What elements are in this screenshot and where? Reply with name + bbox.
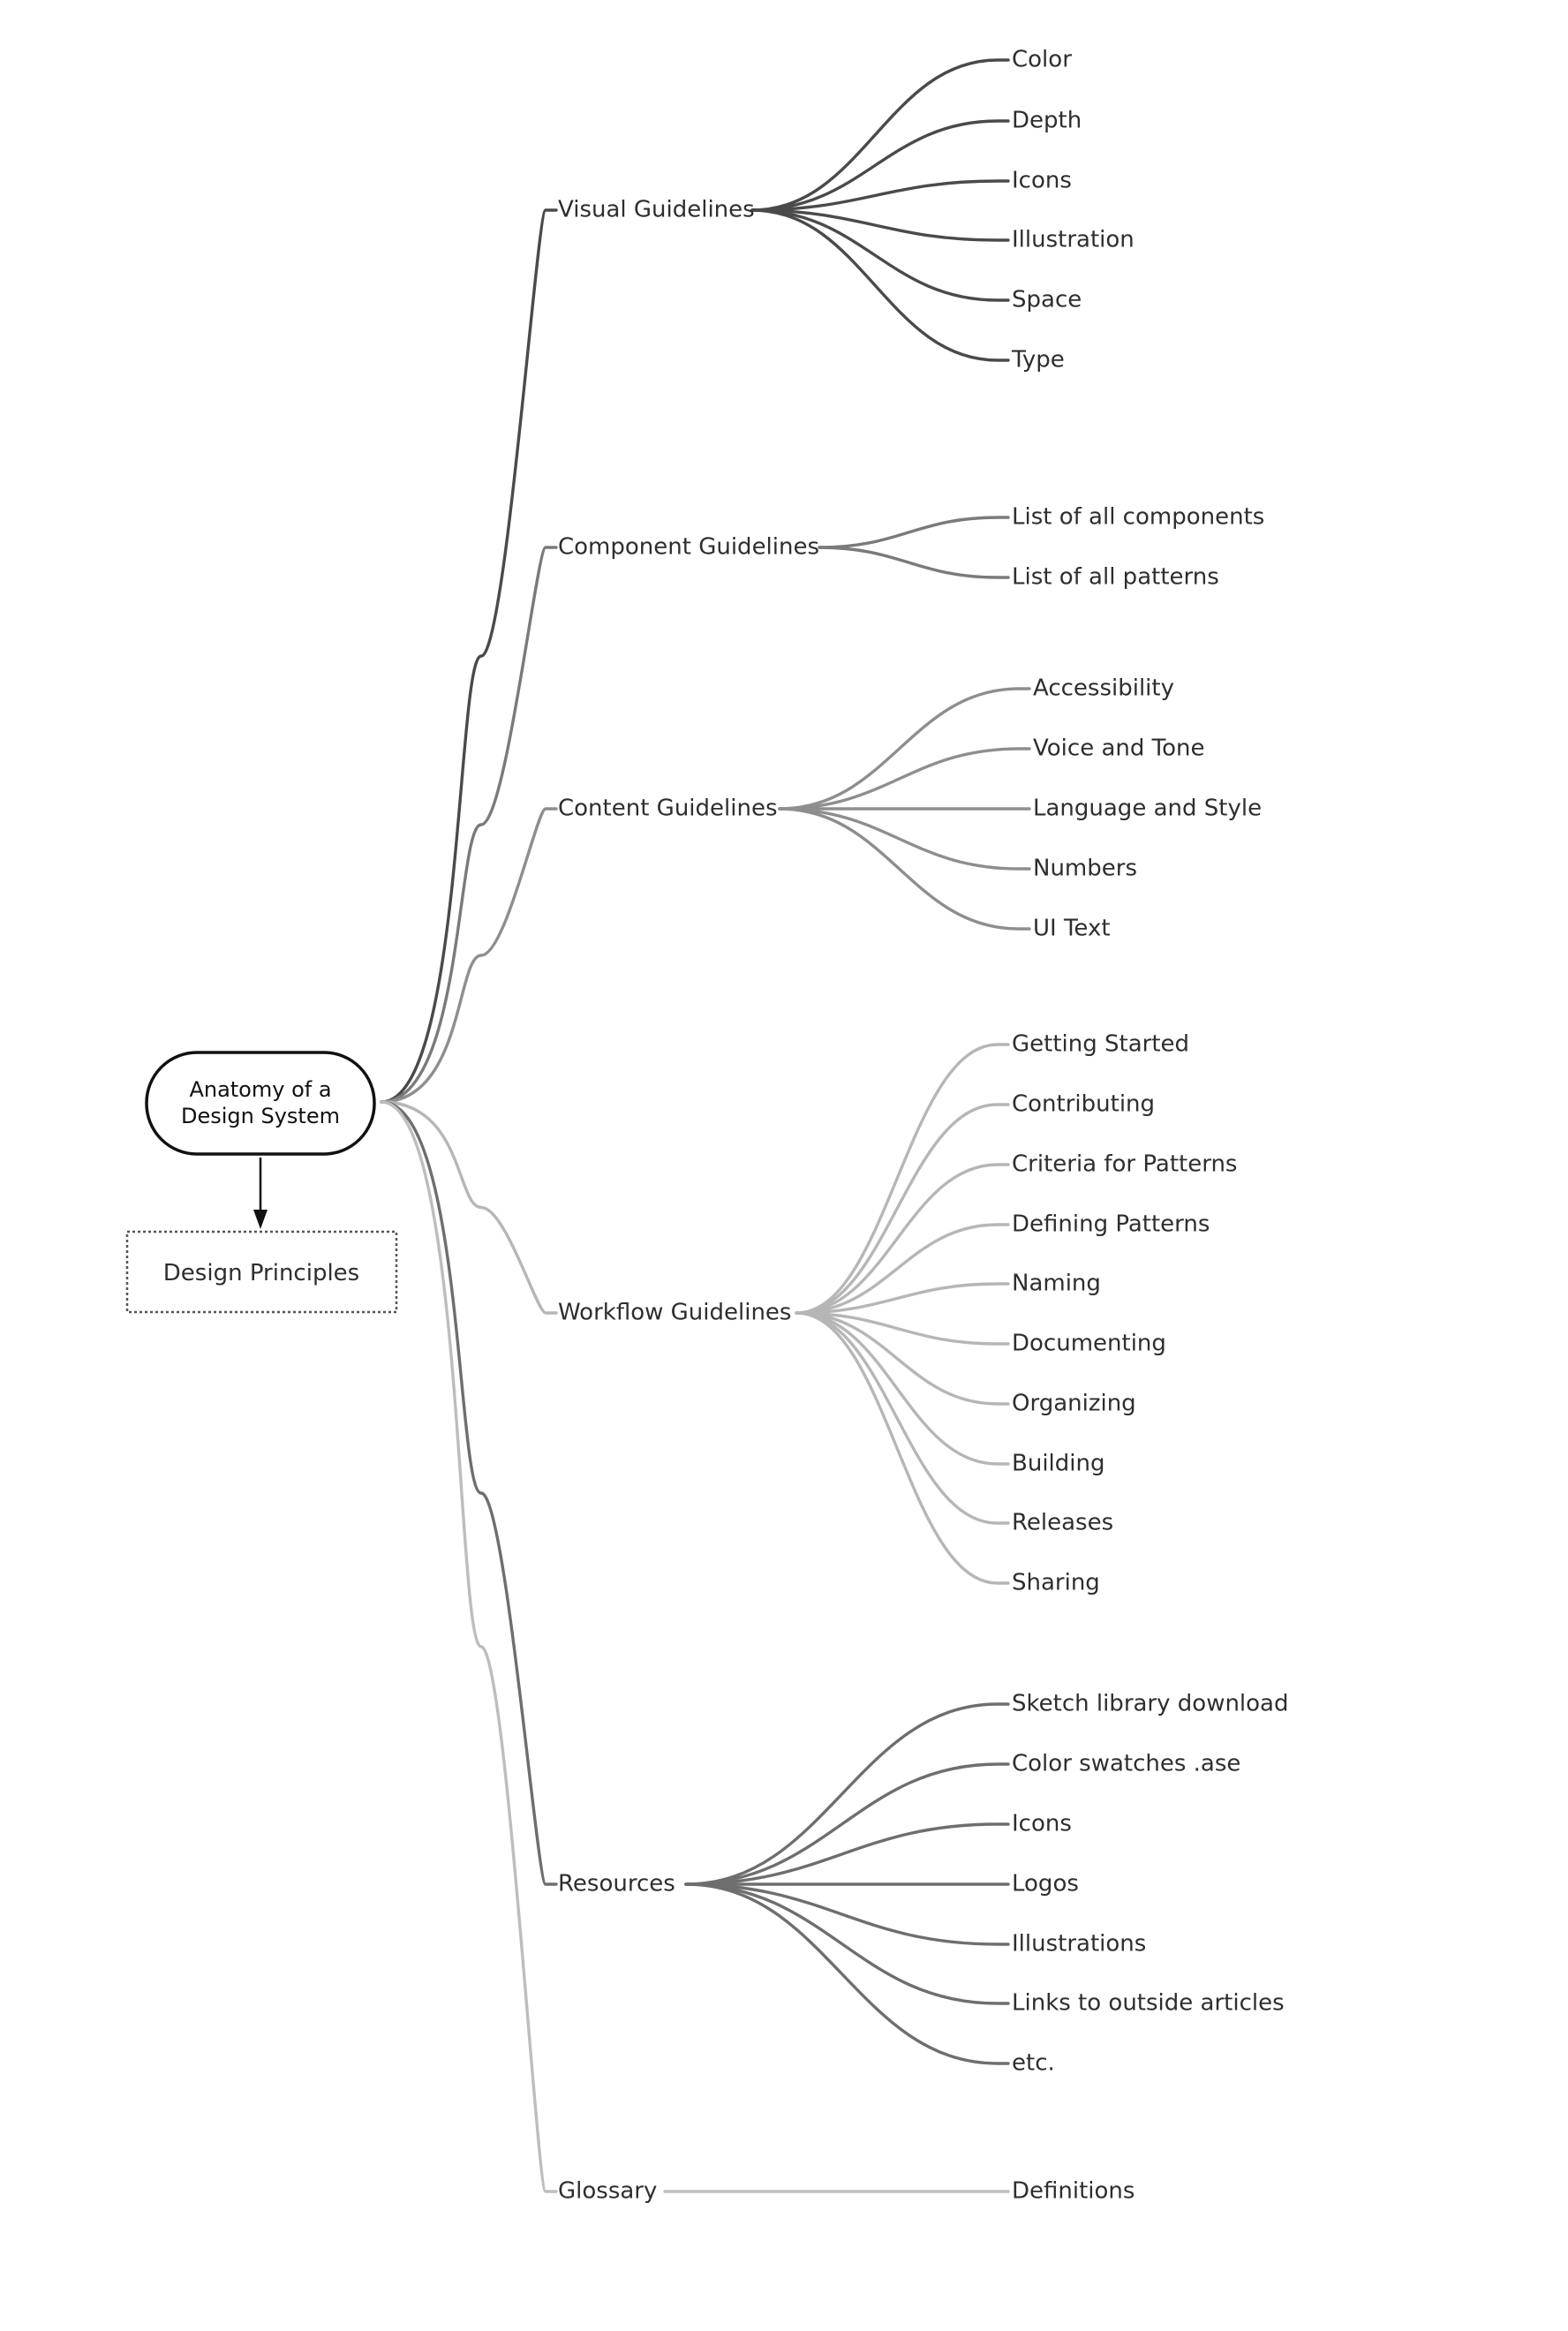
connector-workflow-guidelines-to-releases	[795, 1311, 1010, 1525]
connector-component-guidelines-to-list-of-all-patterns	[818, 546, 1010, 579]
connector-content-guidelines-to-voice-and-tone	[778, 747, 1031, 811]
connector-component-guidelines-to-list-of-all-components	[818, 516, 1010, 549]
leaf-label-voice-and-tone: Voice and Tone	[1033, 736, 1204, 762]
connector-visual-guidelines-to-space	[750, 208, 1010, 302]
leaf-label-criteria-for-patterns: Criteria for Patterns	[1012, 1151, 1237, 1178]
connector-root-to-component-guidelines	[380, 546, 558, 1104]
leaf-label-icons: Icons	[1012, 168, 1072, 194]
leaf-label-documenting: Documenting	[1012, 1331, 1166, 1357]
connector-resources-to-sketch-library-download	[684, 1702, 1010, 1886]
connector-resources-to-icons	[684, 1822, 1010, 1886]
connector-visual-guidelines-to-icons	[750, 179, 1010, 212]
connector-content-guidelines-to-ui-text	[778, 807, 1031, 931]
root-node-shape	[145, 1051, 376, 1156]
branch-label-resources: Resources	[558, 1871, 675, 1897]
branch-label-workflow-guidelines: Workflow Guidelines	[558, 1300, 791, 1326]
connector-workflow-guidelines-to-getting-started	[795, 1043, 1010, 1315]
connector-resources-to-illustrations	[684, 1882, 1010, 1946]
leaf-label-accessibility: Accessibility	[1033, 675, 1174, 702]
branch-label-glossary: Glossary	[558, 2178, 657, 2205]
leaf-label-naming: Naming	[1012, 1271, 1101, 1297]
root-node-label-line1: Anatomy of a	[189, 1077, 331, 1102]
connector-workflow-guidelines-to-criteria-for-patterns	[795, 1163, 1010, 1315]
leaf-label-organizing: Organizing	[1012, 1391, 1136, 1417]
leaf-label-building: Building	[1012, 1451, 1104, 1477]
leaf-label-logos: Logos	[1012, 1871, 1079, 1897]
leaf-label-contributing: Contributing	[1012, 1091, 1155, 1118]
leaf-label-sharing: Sharing	[1012, 1570, 1100, 1596]
connector-resources-to-links-to-outside-articles	[684, 1882, 1010, 2005]
node-layer: Anatomy of a Design System Design Princi…	[125, 47, 1289, 2205]
leaf-label-definitions: Definitions	[1012, 2178, 1135, 2205]
connector-workflow-guidelines-to-building	[795, 1311, 1010, 1466]
connector-resources-to-etc	[684, 1882, 1010, 2065]
leaf-label-links-to-outside-articles: Links to outside articles	[1012, 1990, 1285, 2017]
connector-root-to-content-guidelines	[380, 807, 558, 1104]
connector-workflow-guidelines-to-defining-patterns	[795, 1223, 1010, 1315]
leaf-label-illustrations: Illustrations	[1012, 1931, 1146, 1958]
connector-resources-to-color-swatches-ase	[684, 1762, 1010, 1886]
connector-workflow-guidelines-to-contributing	[795, 1103, 1010, 1315]
leaf-label-icons: Icons	[1012, 1811, 1072, 1837]
connector-visual-guidelines-to-illustration	[750, 208, 1010, 242]
leaf-label-list-of-all-components: List of all components	[1012, 504, 1264, 531]
principles-arrowhead	[253, 1210, 268, 1229]
leaf-label-color-swatches-ase: Color swatches .ase	[1012, 1751, 1240, 1777]
connector-content-guidelines-to-numbers	[778, 807, 1031, 871]
branch-label-component-guidelines: Component Guidelines	[558, 534, 819, 561]
root-node-label-line2: Design System	[181, 1104, 340, 1128]
leaf-label-type: Type	[1011, 347, 1065, 373]
design-principles-label: Design Principles	[163, 1260, 359, 1286]
leaf-label-language-and-style: Language and Style	[1033, 796, 1262, 822]
connector-root-to-glossary	[380, 1100, 558, 2193]
leaf-label-ui-text: UI Text	[1033, 916, 1111, 942]
leaf-label-sketch-library-download: Sketch library download	[1012, 1691, 1289, 1717]
leaf-label-getting-started: Getting Started	[1012, 1031, 1189, 1058]
connector-workflow-guidelines-to-naming	[795, 1282, 1010, 1315]
leaf-label-releases: Releases	[1012, 1510, 1113, 1536]
leaf-label-illustration: Illustration	[1012, 227, 1135, 253]
leaf-label-defining-patterns: Defining Patterns	[1012, 1211, 1210, 1238]
leaf-label-color: Color	[1012, 47, 1072, 73]
connector-visual-guidelines-to-color	[750, 58, 1010, 212]
connector-root-to-resources	[380, 1100, 558, 1886]
connector-root-to-visual-guidelines	[380, 208, 558, 1104]
branch-label-content-guidelines: Content Guidelines	[558, 796, 778, 822]
design-principles-box	[125, 1230, 398, 1314]
leaf-label-depth: Depth	[1012, 108, 1082, 134]
branch-label-visual-guidelines: Visual Guidelines	[558, 197, 755, 223]
leaf-label-space: Space	[1012, 287, 1082, 313]
connector-root-to-workflow-guidelines	[380, 1100, 558, 1315]
connector-visual-guidelines-to-type	[750, 208, 1010, 362]
connector-content-guidelines-to-accessibility	[778, 687, 1031, 811]
connector-workflow-guidelines-to-sharing	[795, 1311, 1010, 1585]
leaf-label-numbers: Numbers	[1033, 856, 1137, 882]
leaf-label-etc: etc.	[1012, 2050, 1055, 2077]
leaf-label-list-of-all-patterns: List of all patterns	[1012, 564, 1219, 591]
connector-layer	[380, 58, 1031, 2193]
connector-visual-guidelines-to-depth	[750, 119, 1010, 212]
connector-workflow-guidelines-to-documenting	[795, 1311, 1010, 1346]
connector-workflow-guidelines-to-organizing	[795, 1311, 1010, 1406]
